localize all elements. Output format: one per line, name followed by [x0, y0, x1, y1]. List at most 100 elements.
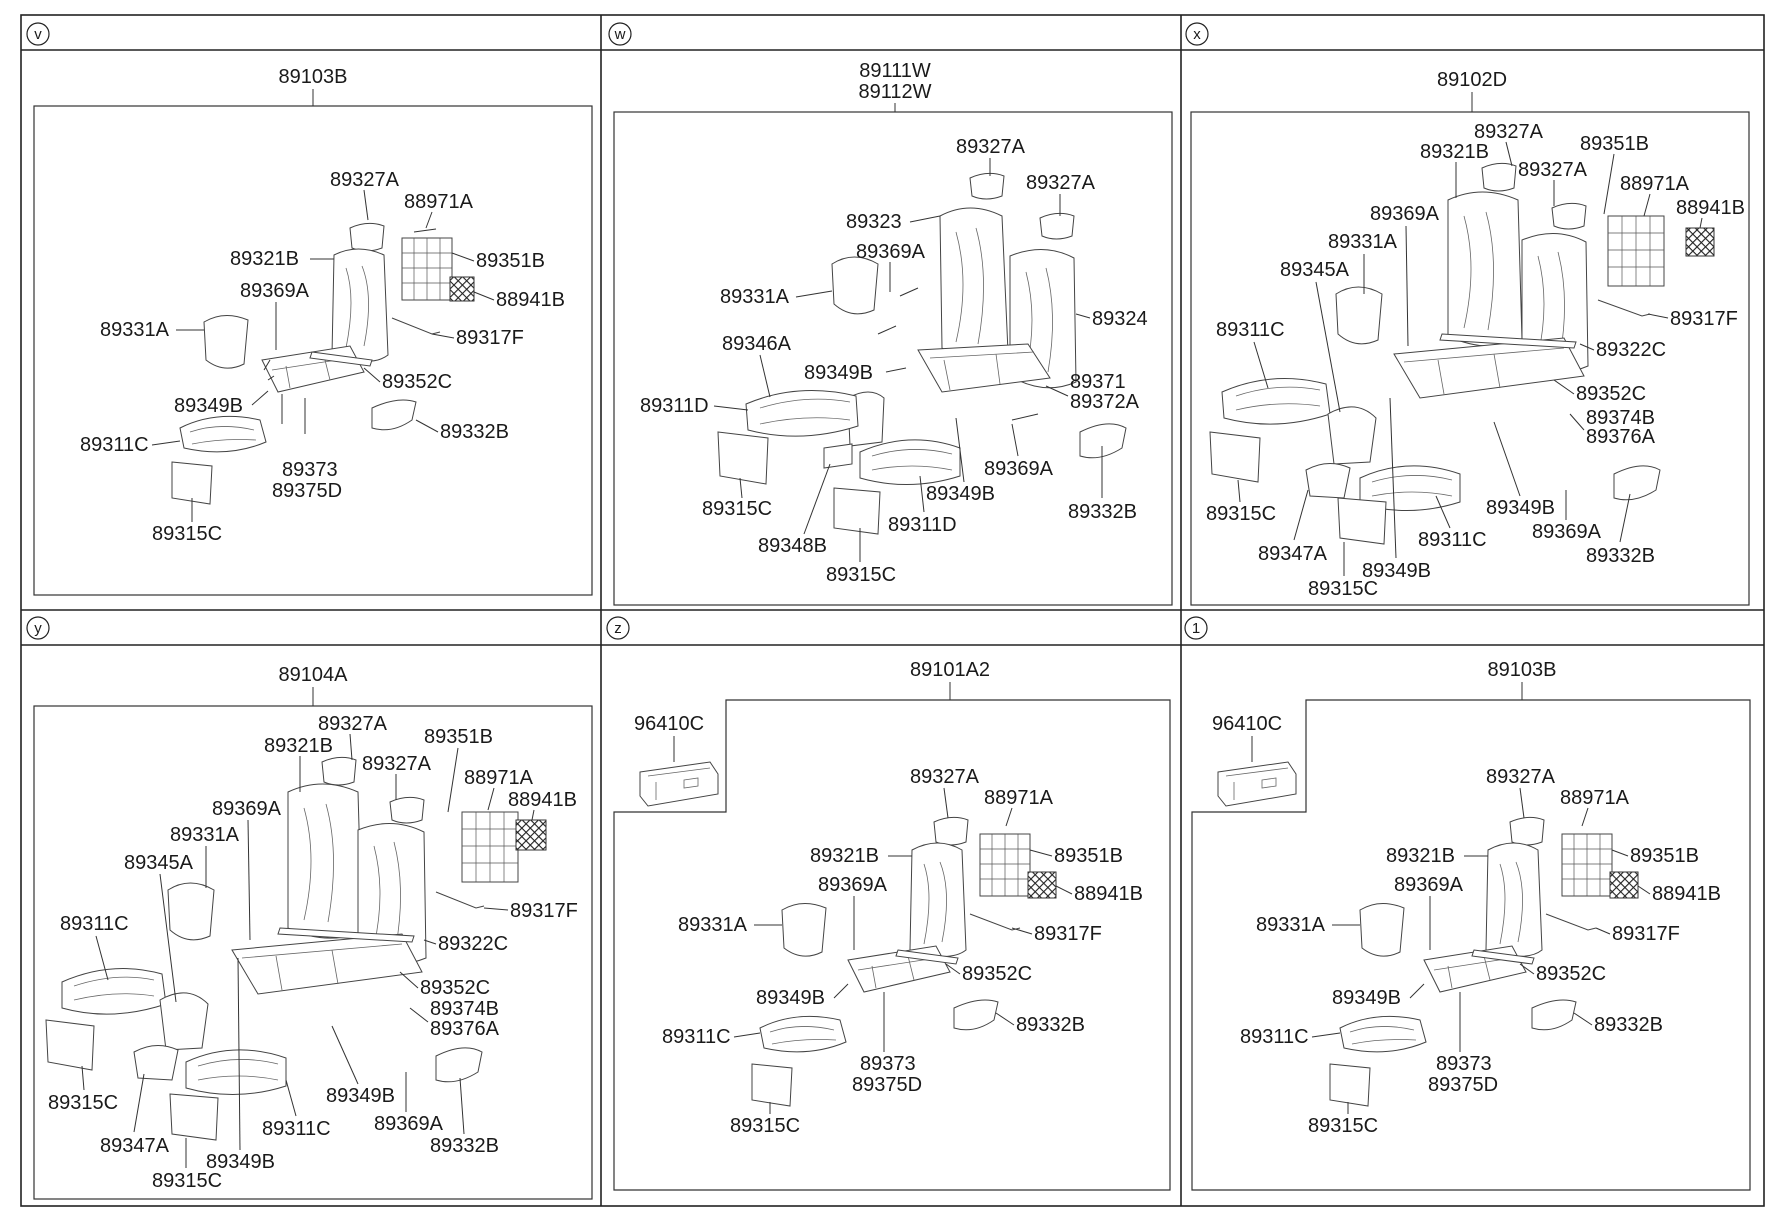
part-label: 89345A: [1280, 259, 1350, 281]
track-rail: [309, 351, 373, 367]
part-label: 89327A: [1474, 121, 1544, 143]
part-label: 89315C: [826, 564, 896, 586]
seat-cushion: [1339, 1015, 1427, 1053]
under-tray: [751, 1063, 793, 1107]
part-label: 88941B: [1652, 883, 1721, 905]
part-label: 89331A: [1256, 914, 1326, 936]
seat-cushion-left: [61, 968, 167, 1015]
part-label: 89327A: [362, 753, 432, 775]
part-label: 89373: [860, 1053, 916, 1075]
part-label: 89315C: [1308, 1115, 1378, 1137]
part-label: 89351B: [1630, 845, 1699, 867]
assembly-number: 89103B: [279, 66, 348, 88]
under-tray-left: [1209, 431, 1261, 483]
part-labels: 96410C 89327A 88971A 89321B 89351B 89369…: [634, 713, 1143, 1137]
part-label: 89311C: [1216, 319, 1285, 341]
side-cover: [1531, 999, 1577, 1031]
part-label: 89311C: [1240, 1026, 1309, 1048]
seat-cushion: [179, 415, 267, 453]
part-label: 89327A: [318, 713, 388, 735]
headrest-right: [389, 796, 425, 824]
track-rail: [277, 927, 415, 943]
part-label: 89348B: [758, 535, 827, 557]
part-label: 89346A: [722, 333, 792, 355]
panel-badge: [608, 22, 632, 46]
panel-badge-letter: z: [614, 620, 622, 637]
part-label: 89369A: [818, 874, 888, 896]
seat-back: [331, 248, 389, 362]
part-label: 89324: [1092, 308, 1148, 330]
headrest-left: [1481, 162, 1517, 192]
part-label: 89332B: [1016, 1014, 1085, 1036]
part-label: 89327A: [910, 766, 980, 788]
part-label: 89321B: [1386, 845, 1455, 867]
part-label: 88941B: [1676, 197, 1745, 219]
part-label: 89376A: [430, 1018, 500, 1040]
switch-module: [1217, 761, 1297, 807]
part-label: 89327A: [330, 169, 400, 191]
under-tray-right: [1337, 497, 1387, 545]
panel-grid: [20, 14, 1765, 1207]
armrest: [203, 315, 249, 369]
panel-badge: [1185, 22, 1209, 46]
part-label: 89322C: [438, 933, 508, 955]
seat-drawing: [1329, 816, 1639, 1107]
part-label: 89332B: [1586, 545, 1655, 567]
part-label: 89369A: [374, 1113, 444, 1135]
headrest-left: [969, 172, 1005, 200]
switch-body: [639, 761, 719, 807]
track-rail: [1471, 949, 1535, 965]
panel-badge: [26, 22, 50, 46]
seat-drawing: [1209, 162, 1715, 545]
side-cover: [371, 399, 417, 431]
panel-1: 1 89103B 96410C 8932: [1184, 616, 1751, 1191]
part-labels: 89327A 89321B 89351B 89327A 88971A 89369…: [1206, 121, 1745, 600]
part-label: 88941B: [508, 789, 577, 811]
assembly-box: [1191, 699, 1751, 1191]
armrest: [781, 903, 827, 957]
side-bracket: [435, 891, 485, 909]
panel-badge: [606, 616, 630, 640]
seat-back: [1485, 842, 1543, 957]
seat-frame: [231, 933, 423, 995]
part-label: 89321B: [810, 845, 879, 867]
part-label: 89374B: [430, 998, 499, 1020]
assembly-box: [613, 111, 1173, 606]
assembly-number: 89102D: [1437, 69, 1507, 91]
armrest: [831, 256, 879, 315]
seat-cushion-left: [1221, 378, 1331, 425]
part-label: 89315C: [702, 498, 772, 520]
panel-w: w 89111W 89112W 893: [608, 22, 1173, 606]
headrest-left: [321, 756, 357, 786]
part-label: 89349B: [1362, 560, 1431, 582]
part-labels: 89327A 89321B 89351B 89327A 88971A 89369…: [48, 713, 578, 1192]
headrest: [349, 222, 385, 252]
panel-x: x 89102D: [1185, 22, 1750, 606]
under-tray-right: [169, 1093, 219, 1141]
part-label: 89372A: [1070, 391, 1140, 413]
part-label: 89331A: [678, 914, 748, 936]
side-bracket: [1597, 299, 1651, 317]
part-label: 89349B: [1332, 987, 1401, 1009]
side-cover: [953, 999, 999, 1031]
side-cover: [435, 1047, 483, 1083]
seat-drawing: [171, 222, 475, 505]
part-label: 89311C: [80, 434, 149, 456]
switch-body: [1217, 761, 1297, 807]
part-label: 89375D: [272, 480, 342, 502]
lumbar-mesh: [449, 276, 475, 302]
part-label: 89351B: [1054, 845, 1123, 867]
armrest: [1335, 286, 1383, 345]
armrest: [1359, 903, 1405, 957]
part-label: 89349B: [1486, 497, 1555, 519]
seat-cushion-right: [859, 439, 961, 486]
assembly-box: [613, 699, 1171, 1191]
seat-drawing: [751, 816, 1057, 1107]
assembly-number: 89101A2: [910, 659, 990, 681]
part-label: 89332B: [440, 421, 509, 443]
part-label: 89352C: [962, 963, 1032, 985]
seat-back-left: [939, 207, 1009, 359]
part-label: 89369A: [856, 241, 926, 263]
part-label: 89315C: [1308, 578, 1378, 600]
